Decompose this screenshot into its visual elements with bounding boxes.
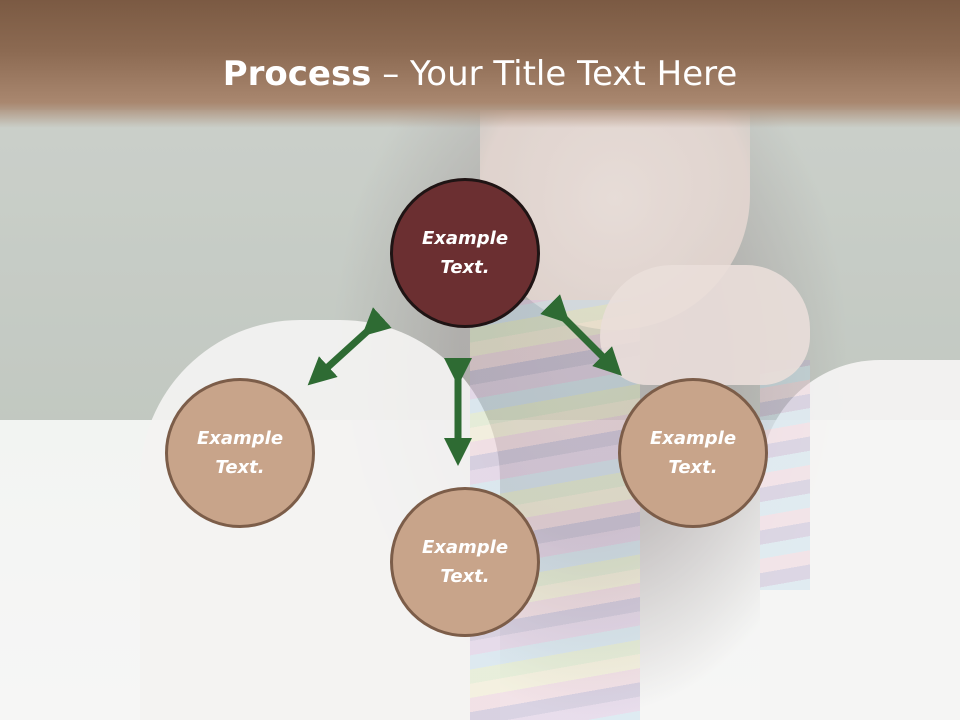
title-rest: – Your Title Text Here: [371, 54, 738, 94]
background-hand: [600, 265, 810, 385]
node-bottom-line2: Text.: [440, 566, 490, 587]
node-top-line2: Text.: [440, 257, 490, 278]
title-bar: [0, 0, 960, 128]
title-bold: Process: [222, 54, 372, 94]
background-scarf-right: [760, 360, 810, 590]
node-bottom-line1: Example: [421, 537, 509, 558]
node-left-line1: Example: [196, 428, 284, 449]
slide-title[interactable]: Process – Your Title Text Here: [0, 52, 960, 96]
node-right-line1: Example: [649, 428, 737, 449]
node-top-line1: Example: [421, 228, 509, 249]
background-shirt-right: [760, 360, 960, 720]
node-left-line2: Text.: [215, 457, 265, 478]
node-right-line2: Text.: [668, 457, 718, 478]
